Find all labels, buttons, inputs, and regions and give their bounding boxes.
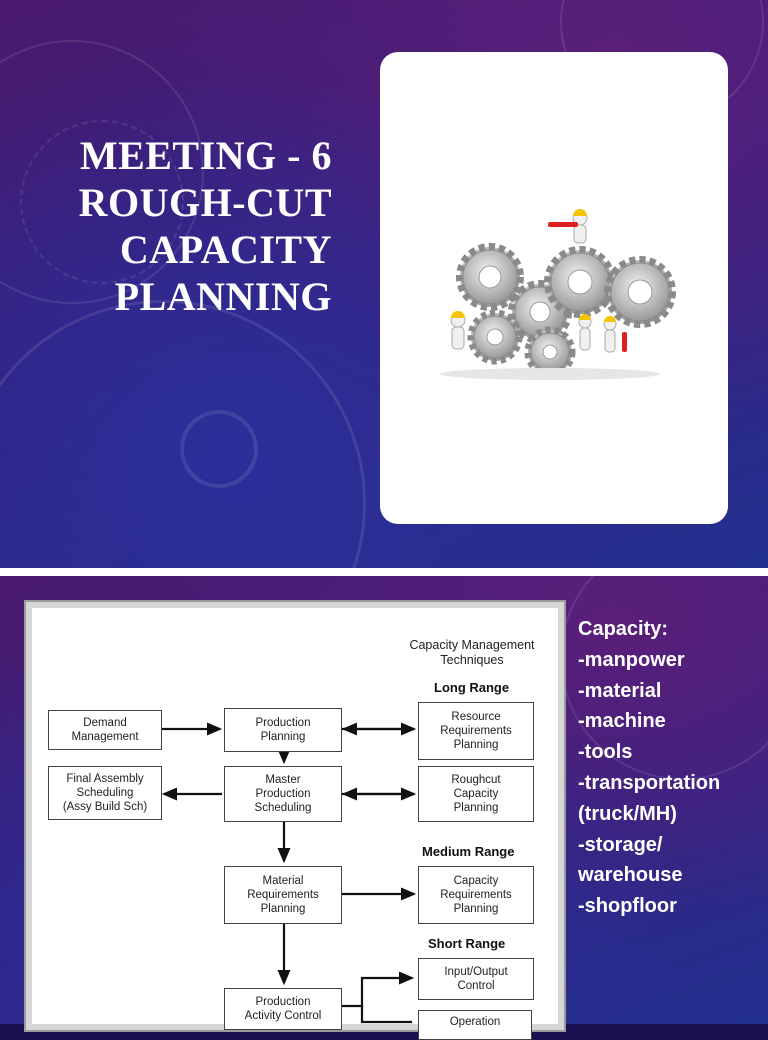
capacity-list-item: Capacity:: [578, 618, 669, 640]
capacity-list-item: -manpower: [578, 648, 685, 671]
gears-workers-illustration: [440, 209, 676, 380]
title-line: ROUGH-CUT: [78, 180, 332, 225]
diagram-connectors: [160, 722, 417, 1024]
capacity-list-item: -transportation: [578, 771, 721, 794]
roughcut-capacity-box: Roughcut Capacity Planning: [418, 766, 534, 822]
capacity-list-item: -machine: [578, 710, 666, 733]
title-line: CAPACITY: [119, 227, 332, 272]
demand-management-box: Demand Management: [48, 710, 162, 750]
short-range-label: Short Range: [428, 936, 506, 951]
slide-title-text: MEETING - 6 ROUGH-CUT CAPACITY PLANNING: [20, 132, 332, 320]
resource-requirements-box: Resource Requirements Planning: [418, 702, 534, 760]
master-production-scheduling-box: Master Production Scheduling: [224, 766, 342, 822]
capacity-management-diagram: Capacity Management Techniques Long Rang…: [32, 608, 558, 1040]
title-line: PLANNING: [114, 274, 332, 319]
slide-separator: [0, 568, 768, 576]
decorative-ring: [180, 410, 258, 488]
title-line: MEETING - 6: [79, 133, 332, 178]
diagram-header: Capacity Management Techniques: [409, 638, 535, 667]
slide-title: MEETING - 6 ROUGH-CUT CAPACITY PLANNING: [0, 0, 768, 568]
capacity-list-item: -tools: [578, 741, 633, 764]
capacity-list-item: -shopfloor: [578, 895, 677, 918]
capacity-list-item: -material: [578, 679, 662, 702]
long-range-label: Long Range: [434, 680, 510, 695]
capacity-list: Capacity: -manpower -material -machine -…: [578, 614, 764, 922]
capacity-list-item: -storage/: [578, 833, 663, 856]
operation-box: Operation: [418, 1010, 532, 1040]
production-planning-box: Production Planning: [224, 708, 342, 752]
medium-range-label: Medium Range: [422, 844, 515, 859]
capacity-list-item: warehouse: [578, 864, 683, 887]
capacity-list-item: (truck/MH): [578, 802, 677, 825]
material-requirements-box: Material Requirements Planning: [224, 866, 342, 924]
image-card: [380, 52, 728, 524]
input-output-control-box: Input/Output Control: [418, 958, 534, 1000]
capacity-requirements-box: Capacity Requirements Planning: [418, 866, 534, 924]
final-assembly-box: Final Assembly Scheduling (Assy Build Sc…: [48, 766, 162, 820]
decorative-ring: [20, 120, 184, 284]
